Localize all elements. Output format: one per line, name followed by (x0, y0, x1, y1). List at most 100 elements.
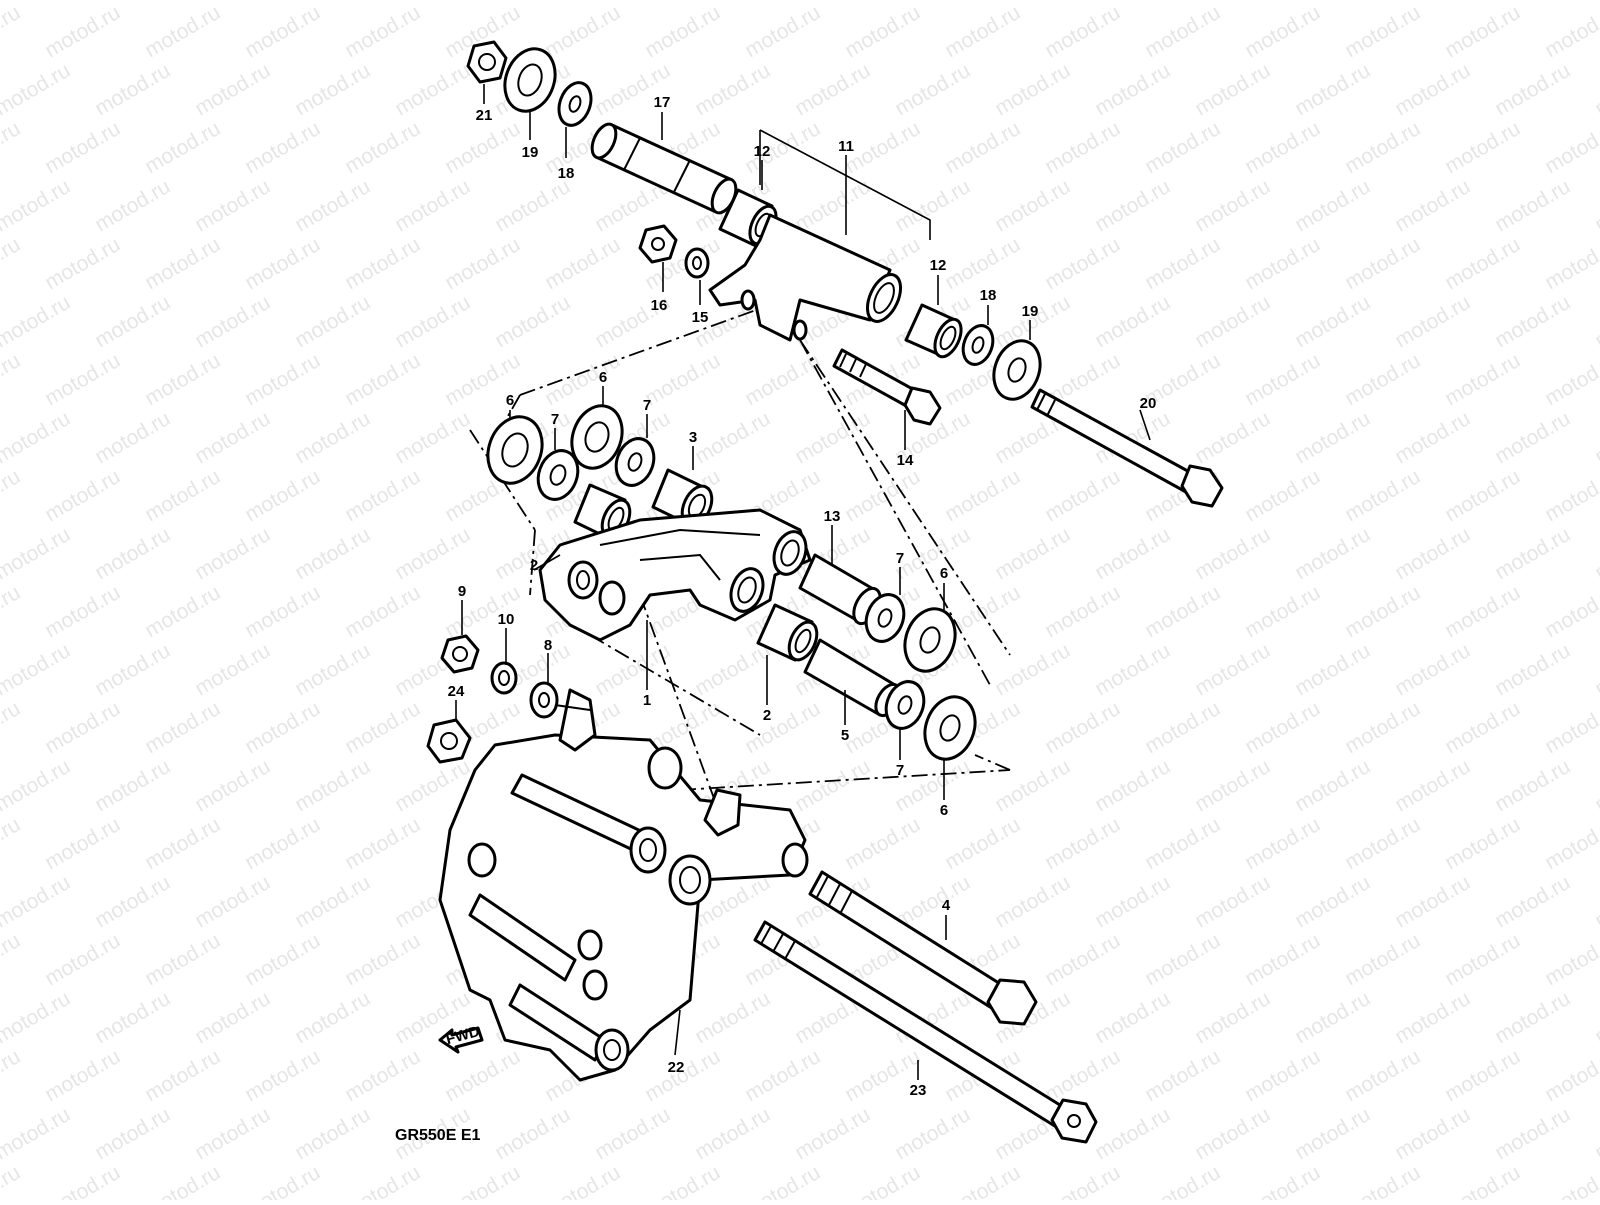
watermark-text: motod.ru (0, 639, 74, 700)
watermark-text: motod.ru (1091, 291, 1174, 352)
watermark-text: motod.ru (1541, 813, 1600, 874)
watermark-text: motod.ru (241, 233, 324, 294)
watermark-text: motod.ru (241, 581, 324, 642)
watermark-text: motod.ru (1541, 1, 1600, 62)
part-number-label: 6 (599, 369, 607, 386)
washer (536, 449, 580, 501)
watermark-text: motod.ru (1391, 59, 1474, 120)
part-number-label: 5 (841, 727, 849, 744)
watermark-text: motod.ru (41, 117, 124, 178)
part-number-label: 16 (651, 297, 668, 314)
watermark-text: motod.ru (1491, 987, 1574, 1048)
watermark-text: motod.ru (0, 291, 74, 352)
watermark-text: motod.ru (1391, 0, 1474, 4)
watermark-text: motod.ru (1541, 1161, 1600, 1200)
watermark-text: motod.ru (291, 639, 374, 700)
watermark-text: motod.ru (1541, 465, 1600, 526)
watermark-text: motod.ru (1291, 1103, 1374, 1164)
watermark-text: motod.ru (191, 175, 274, 236)
watermark-text: motod.ru (0, 929, 24, 990)
watermark-text: motod.ru (391, 59, 474, 120)
watermark-text: motod.ru (691, 1103, 774, 1164)
watermark-text: motod.ru (341, 465, 424, 526)
watermark-text: motod.ru (0, 407, 74, 468)
watermark-text: motod.ru (1141, 929, 1224, 990)
watermark-text: motod.ru (1191, 639, 1274, 700)
watermark-text: motod.ru (0, 697, 24, 758)
watermark-text: motod.ru (241, 813, 324, 874)
watermark-text: motod.ru (1591, 523, 1600, 584)
watermark-text: motod.ru (1141, 813, 1224, 874)
watermark-text: motod.ru (891, 59, 974, 120)
watermark-text: motod.ru (191, 59, 274, 120)
watermark-text: motod.ru (541, 233, 624, 294)
part-number-label: 18 (558, 165, 575, 182)
watermark-text: motod.ru (441, 1045, 524, 1106)
watermark-text: motod.ru (1041, 929, 1124, 990)
watermark-text: motod.ru (91, 1103, 174, 1164)
watermark-text: motod.ru (141, 117, 224, 178)
watermark-text: motod.ru (0, 233, 24, 294)
watermark-text: motod.ru (141, 349, 224, 410)
watermark-text: motod.ru (291, 407, 374, 468)
watermark-text: motod.ru (591, 1103, 674, 1164)
watermark-text: motod.ru (841, 1161, 924, 1200)
watermark-text: motod.ru (1441, 349, 1524, 410)
watermark-text: motod.ru (1191, 987, 1274, 1048)
watermark-text: motod.ru (1441, 813, 1524, 874)
watermark-text: motod.ru (591, 59, 674, 120)
watermark-text: motod.ru (991, 175, 1074, 236)
washer (864, 593, 906, 643)
watermark-text: motod.ru (1291, 987, 1374, 1048)
watermark-text: motod.ru (191, 291, 274, 352)
watermark-text: motod.ru (291, 59, 374, 120)
watermark-text: motod.ru (691, 639, 774, 700)
watermark-text: motod.ru (1591, 175, 1600, 236)
watermark-text: motod.ru (1291, 407, 1374, 468)
cushion-lever (538, 508, 812, 642)
watermark-text: motod.ru (1391, 871, 1474, 932)
watermark-text: motod.ru (291, 987, 374, 1048)
watermark-text: motod.ru (441, 1161, 524, 1200)
watermark-text: motod.ru (91, 639, 174, 700)
part-number-label: 13 (824, 508, 841, 525)
watermark-text: motod.ru (91, 523, 174, 584)
watermark-text: motod.ru (1341, 697, 1424, 758)
dust-seal (486, 415, 544, 485)
watermark-text: motod.ru (1291, 175, 1374, 236)
watermark-text: motod.ru (1591, 0, 1600, 4)
watermark-text: motod.ru (841, 465, 924, 526)
watermark-text: motod.ru (141, 929, 224, 990)
watermark-text: motod.ru (1141, 233, 1224, 294)
watermark-text: motod.ru (1191, 59, 1274, 120)
part-number-label: 11 (838, 138, 854, 155)
watermark-text: motod.ru (1291, 0, 1374, 4)
bolt (753, 920, 1098, 1144)
watermark-text: motod.ru (791, 1103, 874, 1164)
watermark-text: motod.ru (141, 697, 224, 758)
watermark-text: motod.ru (291, 871, 374, 932)
watermark-text: motod.ru (441, 117, 524, 178)
part-number-label: 23 (910, 1082, 927, 1099)
watermark-text: motod.ru (1241, 581, 1324, 642)
watermark-text: motod.ru (641, 349, 724, 410)
watermark-text: motod.ru (291, 0, 374, 4)
watermark-text: motod.ru (1041, 697, 1124, 758)
dust-seal (503, 47, 557, 113)
watermark-text: motod.ru (1091, 639, 1174, 700)
watermark-text: motod.ru (1491, 0, 1574, 4)
watermark-text: motod.ru (1491, 639, 1574, 700)
watermark-text: motod.ru (1191, 175, 1274, 236)
watermark-text: motod.ru (0, 1103, 74, 1164)
watermark-text: motod.ru (1091, 59, 1174, 120)
diagram-code: GR550E E1 (395, 1127, 480, 1144)
watermark-text: motod.ru (191, 871, 274, 932)
watermark-text: motod.ru (1541, 1045, 1600, 1106)
watermark-text: motod.ru (1441, 581, 1524, 642)
watermark-text: motod.ru (1491, 871, 1574, 932)
watermark-text: motod.ru (791, 59, 874, 120)
watermark-text: motod.ru (991, 523, 1074, 584)
watermark-text: motod.ru (1541, 929, 1600, 990)
watermark-text: motod.ru (1341, 465, 1424, 526)
watermark-text: motod.ru (1491, 407, 1574, 468)
